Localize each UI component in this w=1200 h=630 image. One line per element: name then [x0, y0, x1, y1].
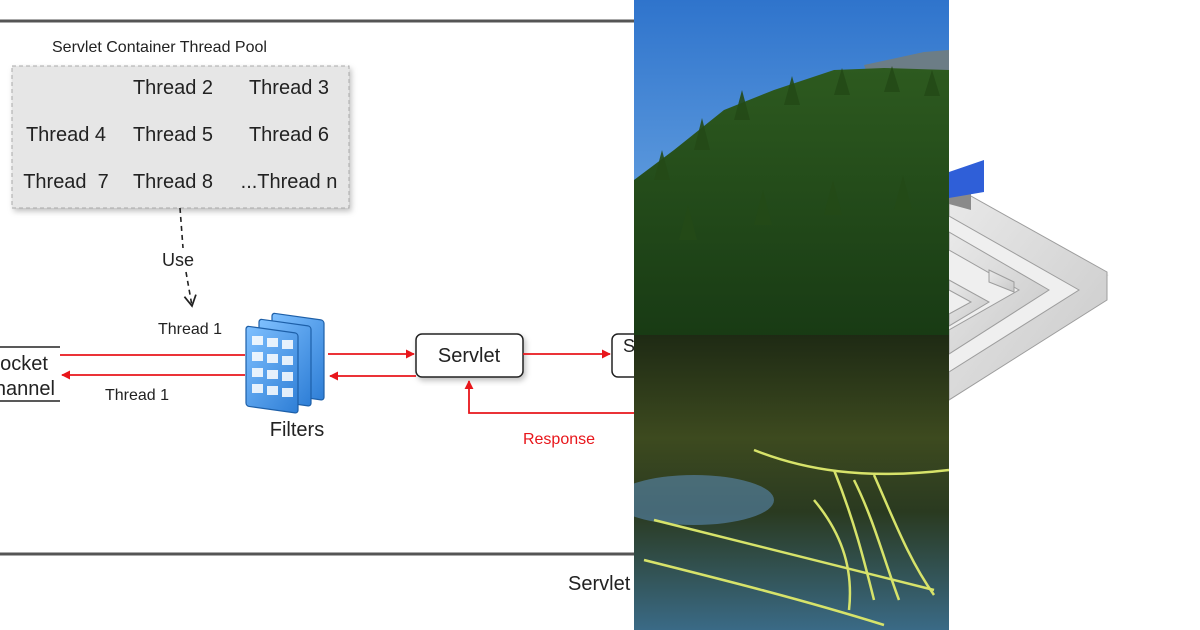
response-arrow	[464, 380, 634, 414]
servlet-diagram: Servlet Container Thread Pool Thread 2 T…	[0, 19, 634, 595]
servlet-box	[415, 333, 524, 378]
thread-cell: Thread 3	[249, 77, 329, 99]
thread-cell: Thread 4	[26, 124, 106, 146]
pool-title: Servlet Container Thread Pool	[52, 39, 267, 56]
filters-label: Filters	[270, 419, 324, 441]
thread-cell: Thread 2	[133, 77, 213, 99]
filters-icon	[245, 312, 325, 414]
maze-image	[949, 160, 1109, 401]
thread-cell: ...Thread n	[241, 171, 338, 193]
tree-texture	[654, 66, 940, 240]
lake-photo-image	[634, 0, 949, 630]
next-component-label: S	[623, 336, 634, 356]
thread-cell: Thread 7	[23, 171, 109, 193]
response-label: Response	[523, 431, 595, 448]
maze-walls	[949, 189, 1108, 401]
next-component-box	[611, 333, 634, 378]
servlet-diagram-panel: Servlet Container Thread Pool Thread 2 T…	[0, 19, 634, 595]
lake-photo	[634, 0, 949, 630]
sky-reflection	[634, 475, 774, 525]
maze-blue-block	[949, 160, 984, 198]
use-connector-arrow	[183, 271, 197, 308]
thread-pool-box	[11, 65, 350, 209]
lake-grass	[643, 448, 949, 627]
thread1-bottom-label: Thread 1	[105, 387, 169, 404]
socket-channel-line2: Channel	[0, 378, 55, 400]
thread-cell: Thread 6	[249, 124, 329, 146]
maze-graphic	[949, 0, 1200, 630]
use-label: Use	[162, 250, 194, 270]
servlet-label: Servlet	[438, 345, 501, 367]
thread1-top-label: Thread 1	[158, 321, 222, 338]
forest-hillside	[634, 68, 949, 340]
socket-channel-line1: Socket	[0, 353, 48, 375]
footer-caption: Servlet	[568, 573, 631, 595]
thread-cell: Thread 5	[133, 124, 213, 146]
thread-cell: Thread 8	[133, 171, 213, 193]
use-connector-top	[179, 207, 184, 249]
